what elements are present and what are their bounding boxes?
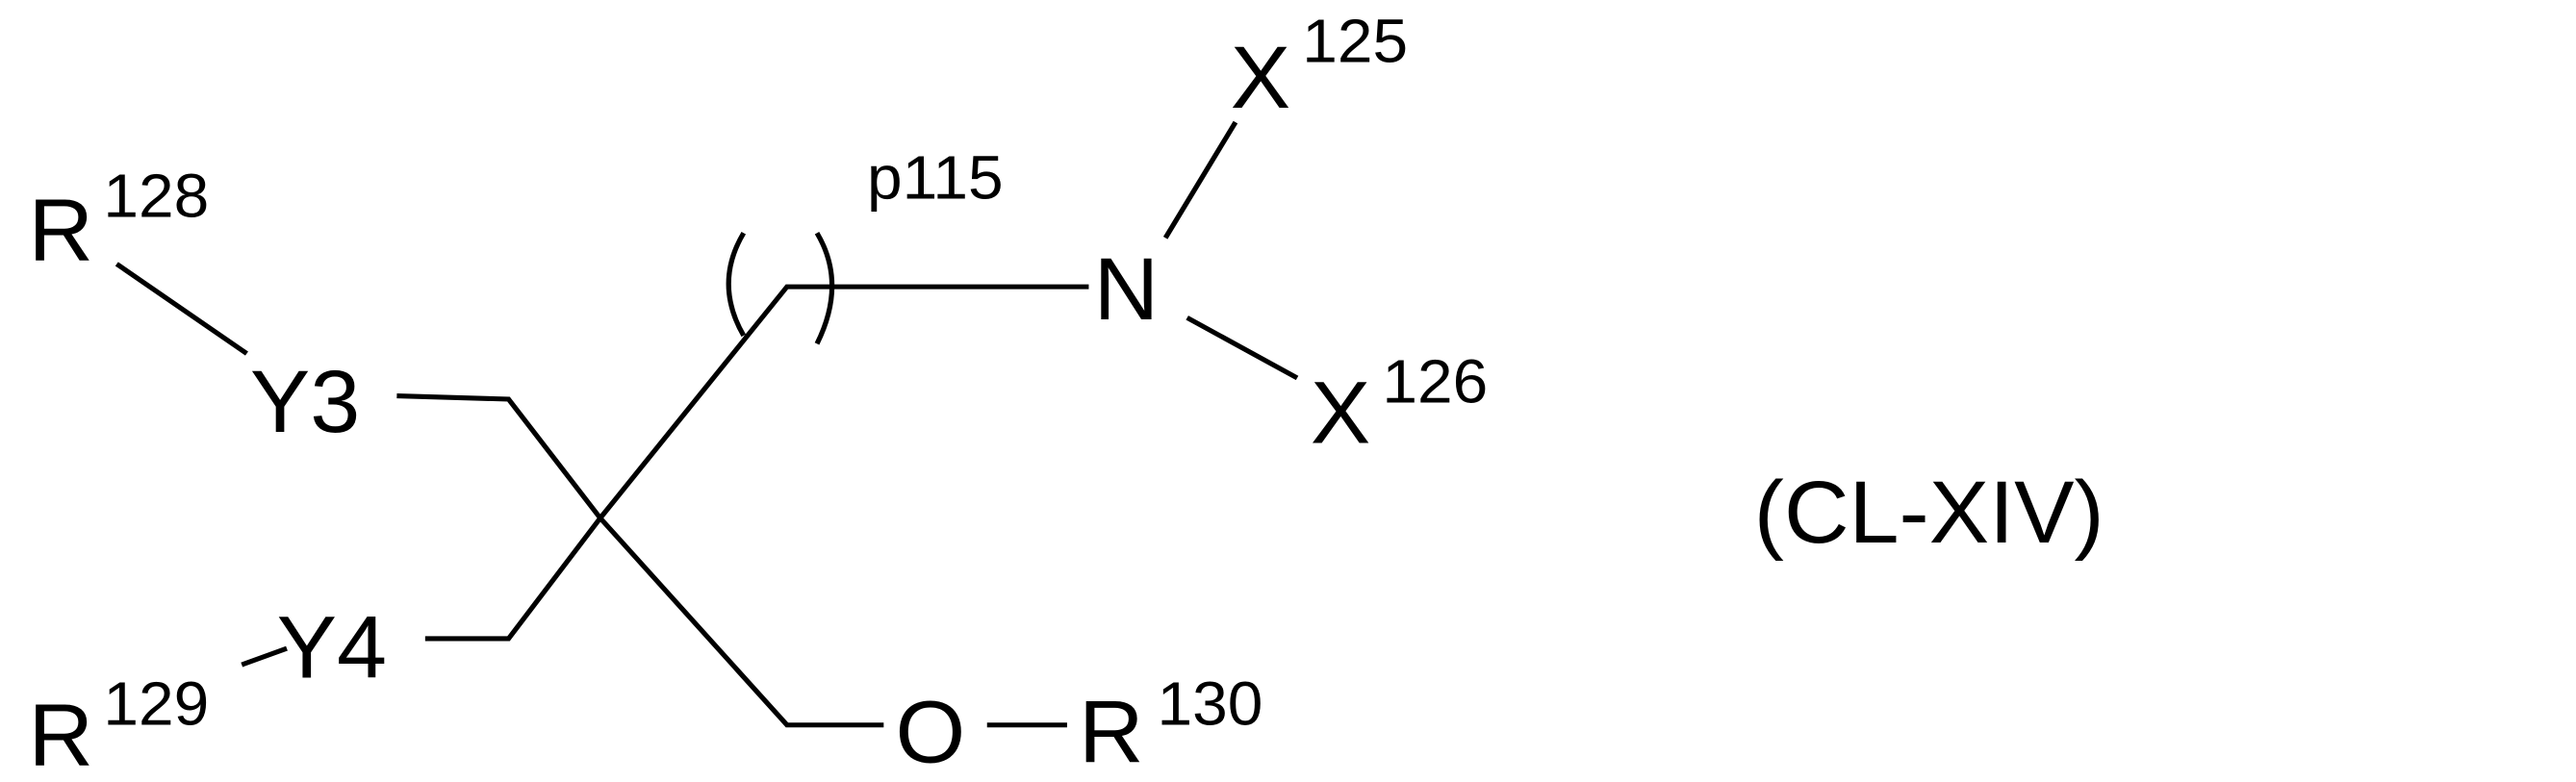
y3-label: Y3	[250, 352, 360, 451]
x126-symbol: X	[1311, 364, 1370, 463]
r129-superscript: 129	[103, 668, 209, 738]
bond-n-x126	[1187, 317, 1297, 378]
r129-symbol: R	[28, 686, 93, 782]
formula-label: (CL-XIV)	[1754, 463, 2104, 562]
bond-quaternary-carbon-oxygen	[600, 518, 884, 725]
bond-n-x125	[1165, 122, 1236, 238]
x125-symbol: X	[1231, 28, 1290, 127]
nitrogen-label: N	[1094, 240, 1160, 339]
r128-superscript: 128	[103, 161, 209, 230]
x125-superscript: 125	[1302, 6, 1408, 75]
repeat-bracket-left	[728, 233, 744, 336]
bond-quaternary-carbon-chain	[600, 287, 1089, 518]
repeat-index-label: p115	[867, 142, 1004, 212]
bond-y4-quaternary-carbon	[425, 518, 600, 639]
r130-symbol: R	[1079, 683, 1144, 782]
bond-y3-quaternary-carbon	[396, 396, 599, 518]
bond-r128-y3	[116, 264, 246, 353]
x126-superscript: 126	[1382, 346, 1488, 416]
y4-label: Y4	[277, 598, 387, 697]
r128-symbol: R	[28, 181, 93, 280]
r130-superscript: 130	[1157, 668, 1262, 738]
oxygen-label: O	[895, 683, 965, 782]
